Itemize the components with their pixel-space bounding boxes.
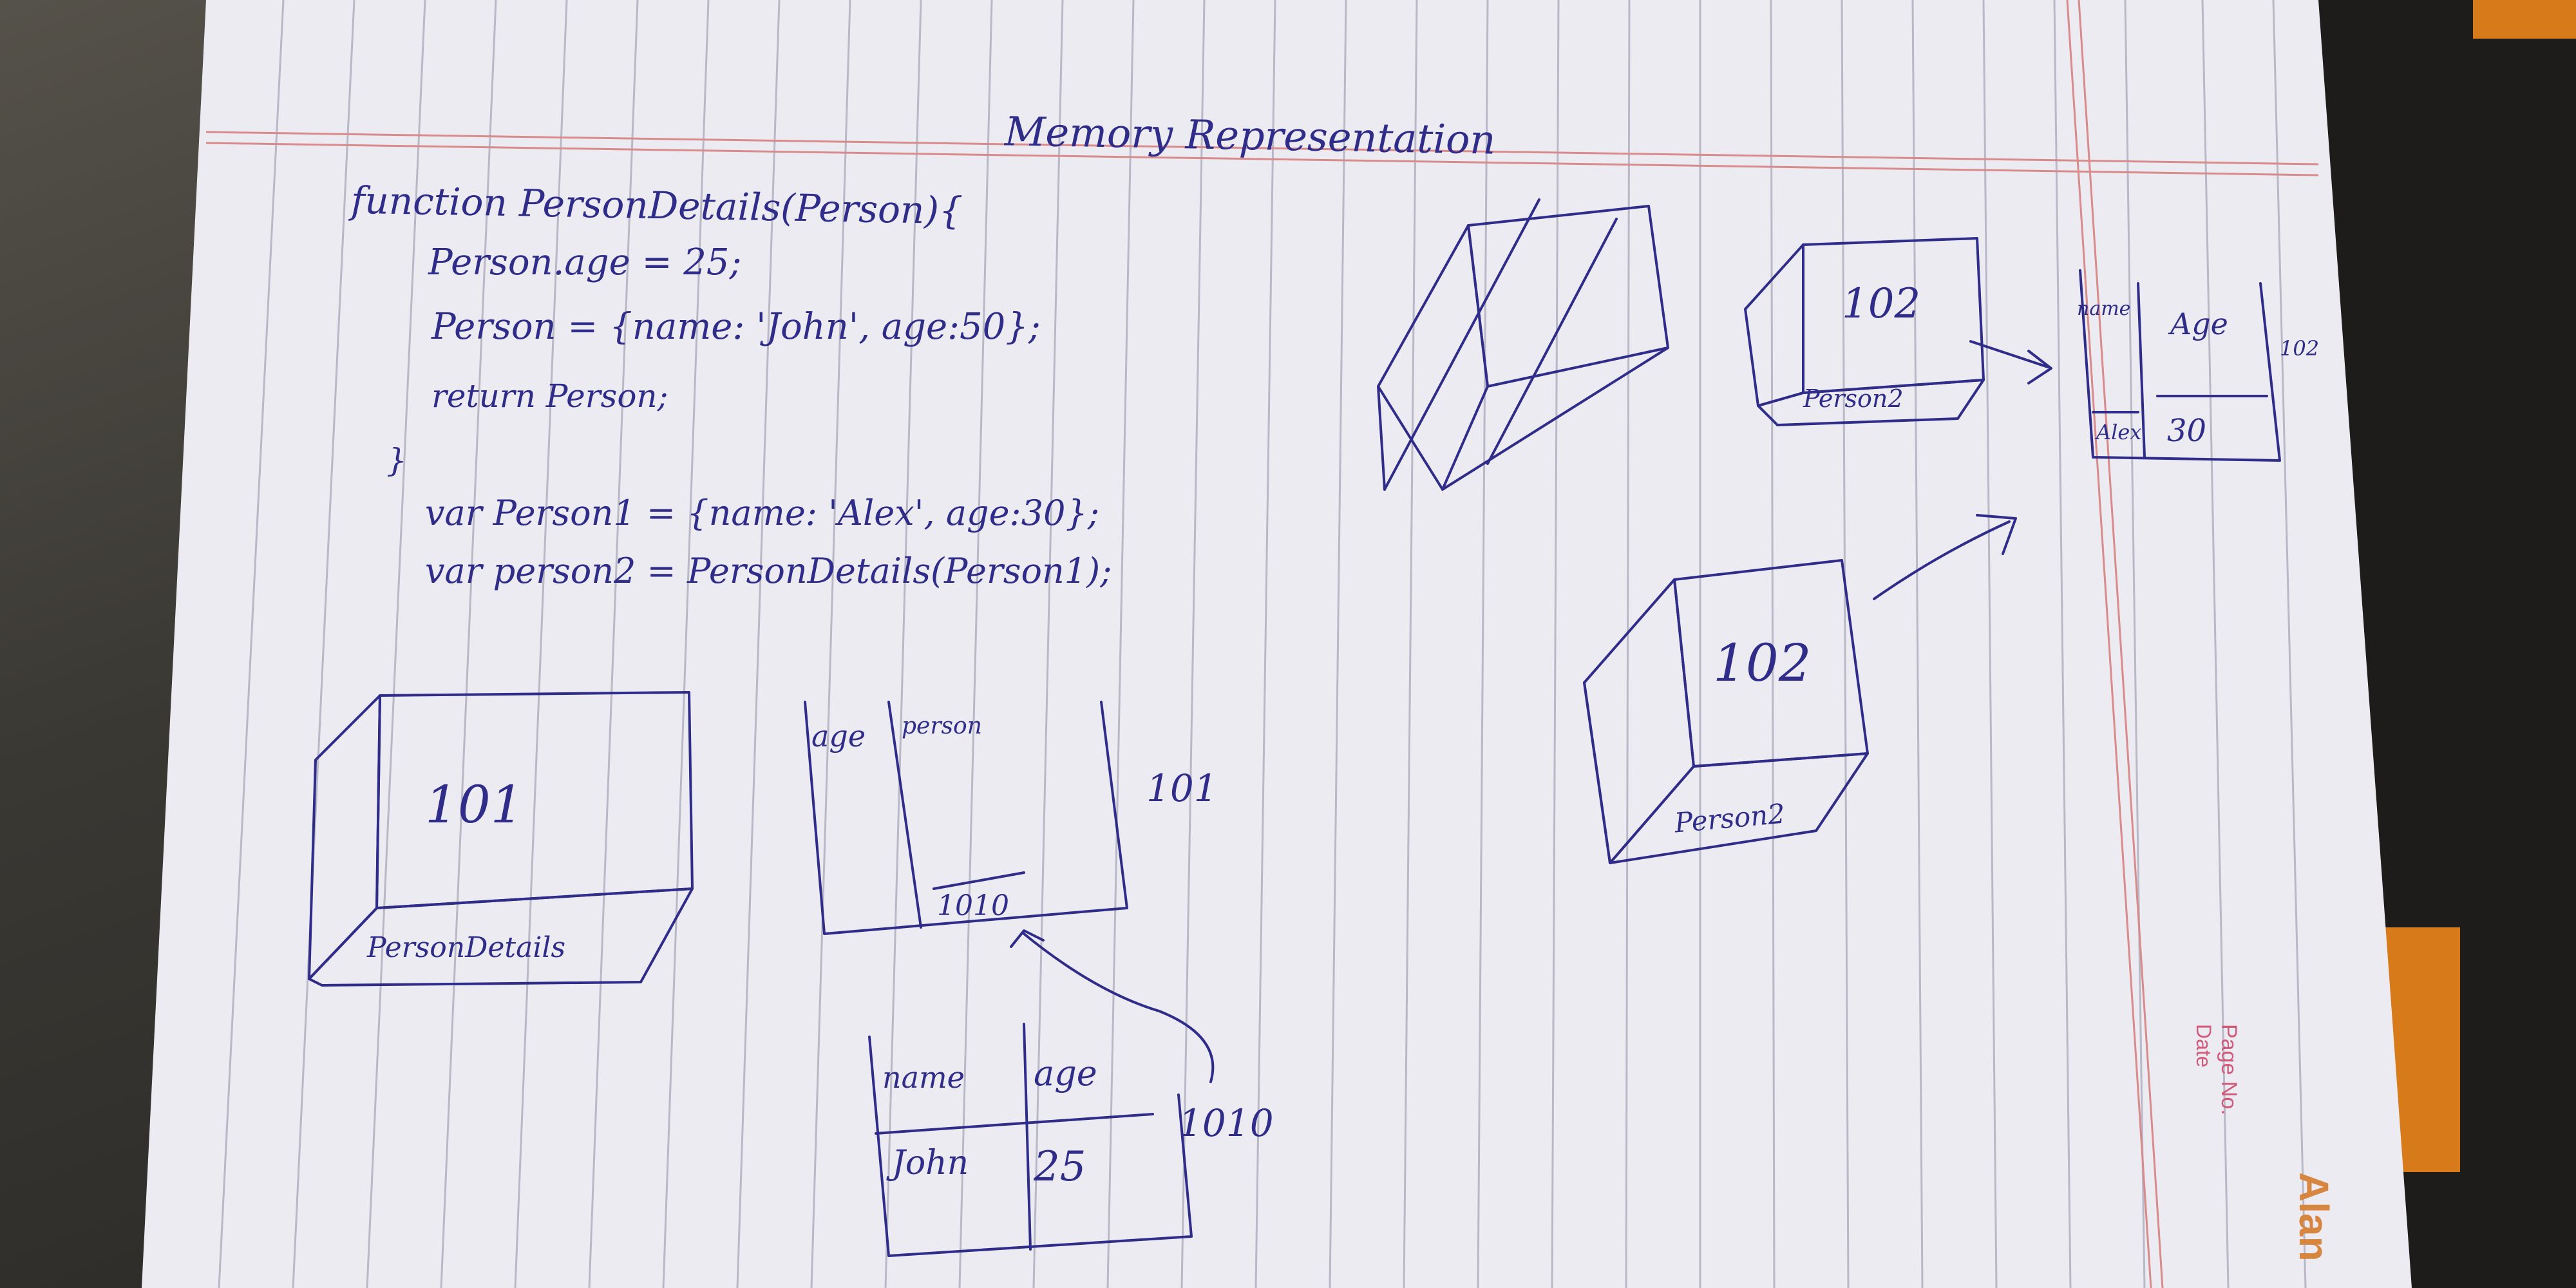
stack-col-age: age (811, 719, 866, 753)
brand-logo: Alan (2291, 1172, 2337, 1262)
alex-col-age: Age (2170, 307, 2228, 341)
stack-ref: 1010 (937, 889, 1009, 922)
orange-corner (2473, 0, 2576, 39)
page-no-label: Page No. (2217, 1024, 2241, 1115)
stack-addr: 101 (1146, 766, 1218, 810)
box-101-sub: PersonDetails (367, 931, 566, 964)
box-102-mid-label: 102 (1713, 633, 1812, 693)
wireframe-cube (1377, 198, 1669, 491)
box-102-top-label: 102 (1842, 280, 1921, 328)
stack-table (804, 701, 1215, 1083)
john-col-age: age (1034, 1053, 1097, 1094)
stack-col-person: person (902, 713, 982, 739)
john-val-age: 25 (1034, 1143, 1086, 1191)
box-101-label: 101 (425, 775, 524, 835)
box-102-mid (1583, 559, 1869, 864)
box-101 (308, 691, 694, 987)
john-table (868, 1023, 1193, 1257)
alex-val-age: 30 (2167, 413, 2207, 449)
alex-table (2079, 269, 2281, 462)
code-line-6: var Person1 = {name: 'Alex', age:30}; (425, 493, 1100, 533)
box-102-top-sub: Person2 (1803, 384, 1904, 413)
margin-lines (205, 0, 2319, 1288)
code-line-2: Person.age = 25; (428, 242, 742, 283)
arrow-mid-to-table (1873, 514, 2017, 600)
alex-val-name: Alex (2096, 420, 2142, 444)
code-line-3: Person = {name: 'John', age:50}; (431, 306, 1041, 348)
code-line-4: return Person; (431, 377, 668, 415)
john-col-name: name (882, 1060, 965, 1095)
alex-col-name: name (2077, 298, 2131, 320)
alex-addr: 102 (2280, 336, 2320, 361)
page-title: Memory Representation (1004, 108, 1496, 164)
date-label: Date (2192, 1024, 2215, 1068)
john-val-name: John (892, 1144, 969, 1182)
code-line-7: var person2 = PersonDetails(Person1); (425, 551, 1112, 591)
ruled-lines (218, 0, 2307, 1288)
code-line-1: function PersonDetails(Person){ (350, 178, 963, 233)
box-102-top (1744, 237, 2052, 426)
john-addr: 1010 (1179, 1101, 1274, 1145)
code-line-5: } (386, 442, 407, 479)
